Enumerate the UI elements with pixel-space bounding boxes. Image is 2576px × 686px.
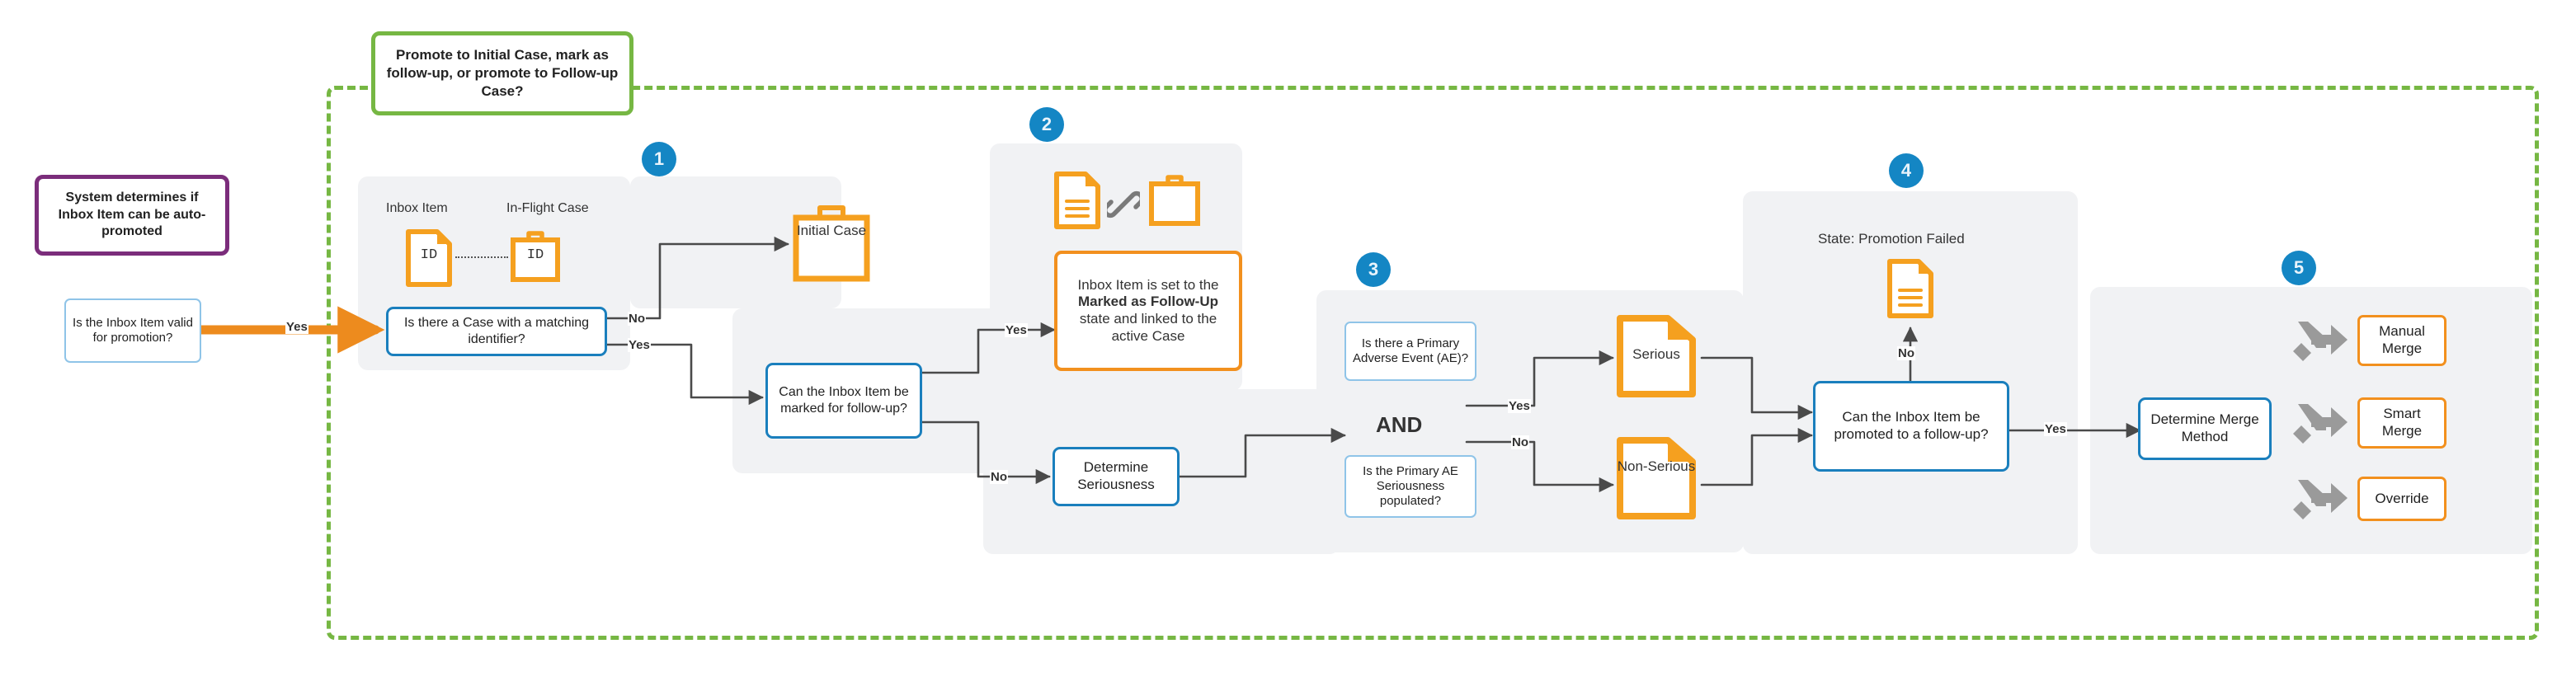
id-match-dotted-link: [455, 256, 508, 258]
entry-question-box[interactable]: Is the Inbox Item valid for promotion?: [64, 298, 201, 363]
result-part-2-bold: Marked as Follow-Up: [1077, 294, 1219, 310]
manual-merge-box[interactable]: Manual Merge: [2357, 315, 2446, 366]
document-id-value: ID: [420, 247, 438, 263]
link-icon: [1107, 188, 1140, 221]
in-flight-case-label-text: In-Flight Case: [506, 201, 589, 215]
step3-edge-yes: Yes: [1508, 399, 1531, 413]
override-text: Override: [2375, 490, 2429, 506]
step3-edge-yes-text: Yes: [1509, 399, 1530, 413]
system-callout-text: System determines if Inbox Item can be a…: [58, 190, 206, 239]
matching-identifier-question-box[interactable]: Is there a Case with a matching identifi…: [386, 307, 607, 356]
promote-callout: Promote to Initial Case, mark as follow-…: [371, 31, 633, 115]
badge-5-label: 5: [2293, 257, 2305, 278]
badge-2: 2: [1029, 107, 1064, 142]
and-operator-label: AND: [1376, 412, 1422, 438]
marked-as-follow-up-result-text: Inbox Item is set to the Marked as Follo…: [1062, 277, 1234, 345]
step3-edge-no: No: [1511, 435, 1529, 449]
initial-case-label: Initial Case: [792, 223, 871, 240]
promote-follow-up-question-text: Can the Inbox Item be promoted to a foll…: [1834, 409, 1989, 442]
promote-follow-up-question-box[interactable]: Can the Inbox Item be promoted to a foll…: [1813, 381, 2009, 472]
briefcase-icon: [510, 229, 561, 284]
non-serious-label-text: Non-Serious: [1617, 458, 1696, 474]
auto-promotion-scope-region: [327, 86, 2539, 640]
step4-edge-yes: Yes: [2044, 422, 2067, 436]
result-part-3: state and linked to the active Case: [1079, 311, 1217, 344]
badge-3: 3: [1356, 252, 1391, 287]
merge-arrow-icon-smart: [2291, 401, 2348, 447]
merge-arrow-icon-override: [2291, 477, 2348, 523]
primary-ae-question-box[interactable]: Is there a Primary Adverse Event (AE)?: [1345, 322, 1476, 381]
badge-2-label: 2: [1041, 114, 1053, 134]
step2-document-icon: [1054, 172, 1100, 229]
step1b-edge-no: No: [990, 470, 1008, 484]
step1b-edge-no-text: No: [991, 470, 1007, 484]
serious-document-icon: [1617, 315, 1696, 397]
briefcase-id-text: ID: [510, 247, 561, 263]
in-flight-case-label: In-Flight Case: [506, 201, 589, 216]
step4-edge-yes-text: Yes: [2045, 422, 2066, 436]
badge-1-label: 1: [653, 148, 665, 169]
initial-case-label-text: Initial Case: [796, 223, 867, 238]
inbox-item-label-text: Inbox Item: [386, 201, 448, 215]
step1-edge-no: No: [628, 312, 646, 326]
step2-briefcase-icon: [1148, 173, 1201, 228]
serious-label-text: Serious: [1632, 346, 1680, 362]
step1-edge-no-text: No: [629, 312, 645, 326]
determine-seriousness-text: Determine Seriousness: [1077, 459, 1155, 492]
determine-seriousness-box[interactable]: Determine Seriousness: [1053, 447, 1180, 506]
promotion-failed-state-label: State: Promotion Failed: [1818, 231, 1965, 247]
entry-edge-yes: Yes: [285, 320, 308, 334]
document-id-text: ID: [406, 247, 452, 263]
document-icon: [406, 229, 452, 287]
non-serious-label: Non-Serious: [1617, 458, 1696, 475]
determine-merge-method-box[interactable]: Determine Merge Method: [2138, 397, 2272, 460]
system-callout: System determines if Inbox Item can be a…: [35, 175, 229, 256]
promotion-failed-document-icon: [1887, 259, 1933, 318]
mark-follow-up-question-box[interactable]: Can the Inbox Item be marked for follow-…: [765, 363, 922, 439]
promotion-failed-state-text: State: Promotion Failed: [1818, 231, 1965, 247]
step3-edge-no-text: No: [1512, 435, 1528, 449]
non-serious-document-icon: [1617, 437, 1696, 519]
determine-merge-method-text: Determine Merge Method: [2150, 411, 2259, 444]
step4-edge-no: No: [1897, 346, 1915, 360]
badge-1: 1: [642, 142, 676, 176]
override-box[interactable]: Override: [2357, 477, 2446, 521]
badge-3-label: 3: [1368, 259, 1379, 280]
initial-case-briefcase-icon: [792, 201, 871, 284]
manual-merge-text: Manual Merge: [2379, 323, 2425, 356]
ae-seriousness-question-box[interactable]: Is the Primary AE Seriousness populated?: [1345, 455, 1476, 518]
step4-edge-no-text: No: [1898, 346, 1914, 360]
result-part-1: Inbox Item is set to the: [1077, 276, 1219, 293]
serious-label: Serious: [1617, 346, 1696, 363]
smart-merge-text: Smart Merge: [2381, 406, 2423, 439]
step1b-edge-yes: Yes: [1005, 323, 1028, 337]
badge-4: 4: [1889, 153, 1924, 188]
step1-edge-yes-text: Yes: [629, 338, 650, 352]
promote-callout-text: Promote to Initial Case, mark as follow-…: [386, 47, 619, 99]
briefcase-id-value: ID: [526, 247, 544, 263]
step1-edge-yes: Yes: [628, 338, 651, 352]
and-operator-text: AND: [1376, 412, 1423, 437]
matching-identifier-question-text: Is there a Case with a matching identifi…: [403, 316, 590, 346]
step1b-edge-yes-text: Yes: [1005, 323, 1027, 337]
badge-5: 5: [2282, 251, 2316, 285]
entry-question-text: Is the Inbox Item valid for promotion?: [73, 315, 193, 345]
mark-follow-up-question-text: Can the Inbox Item be marked for follow-…: [779, 385, 909, 416]
primary-ae-question-text: Is there a Primary Adverse Event (AE)?: [1352, 336, 1469, 365]
ae-seriousness-question-text: Is the Primary AE Seriousness populated?: [1363, 463, 1458, 509]
merge-arrow-icon-manual: [2291, 318, 2348, 364]
inbox-item-label: Inbox Item: [386, 201, 448, 216]
entry-edge-yes-text: Yes: [286, 320, 308, 334]
badge-4-label: 4: [1900, 160, 1912, 181]
smart-merge-box[interactable]: Smart Merge: [2357, 397, 2446, 449]
marked-as-follow-up-result-box: Inbox Item is set to the Marked as Follo…: [1054, 251, 1242, 371]
